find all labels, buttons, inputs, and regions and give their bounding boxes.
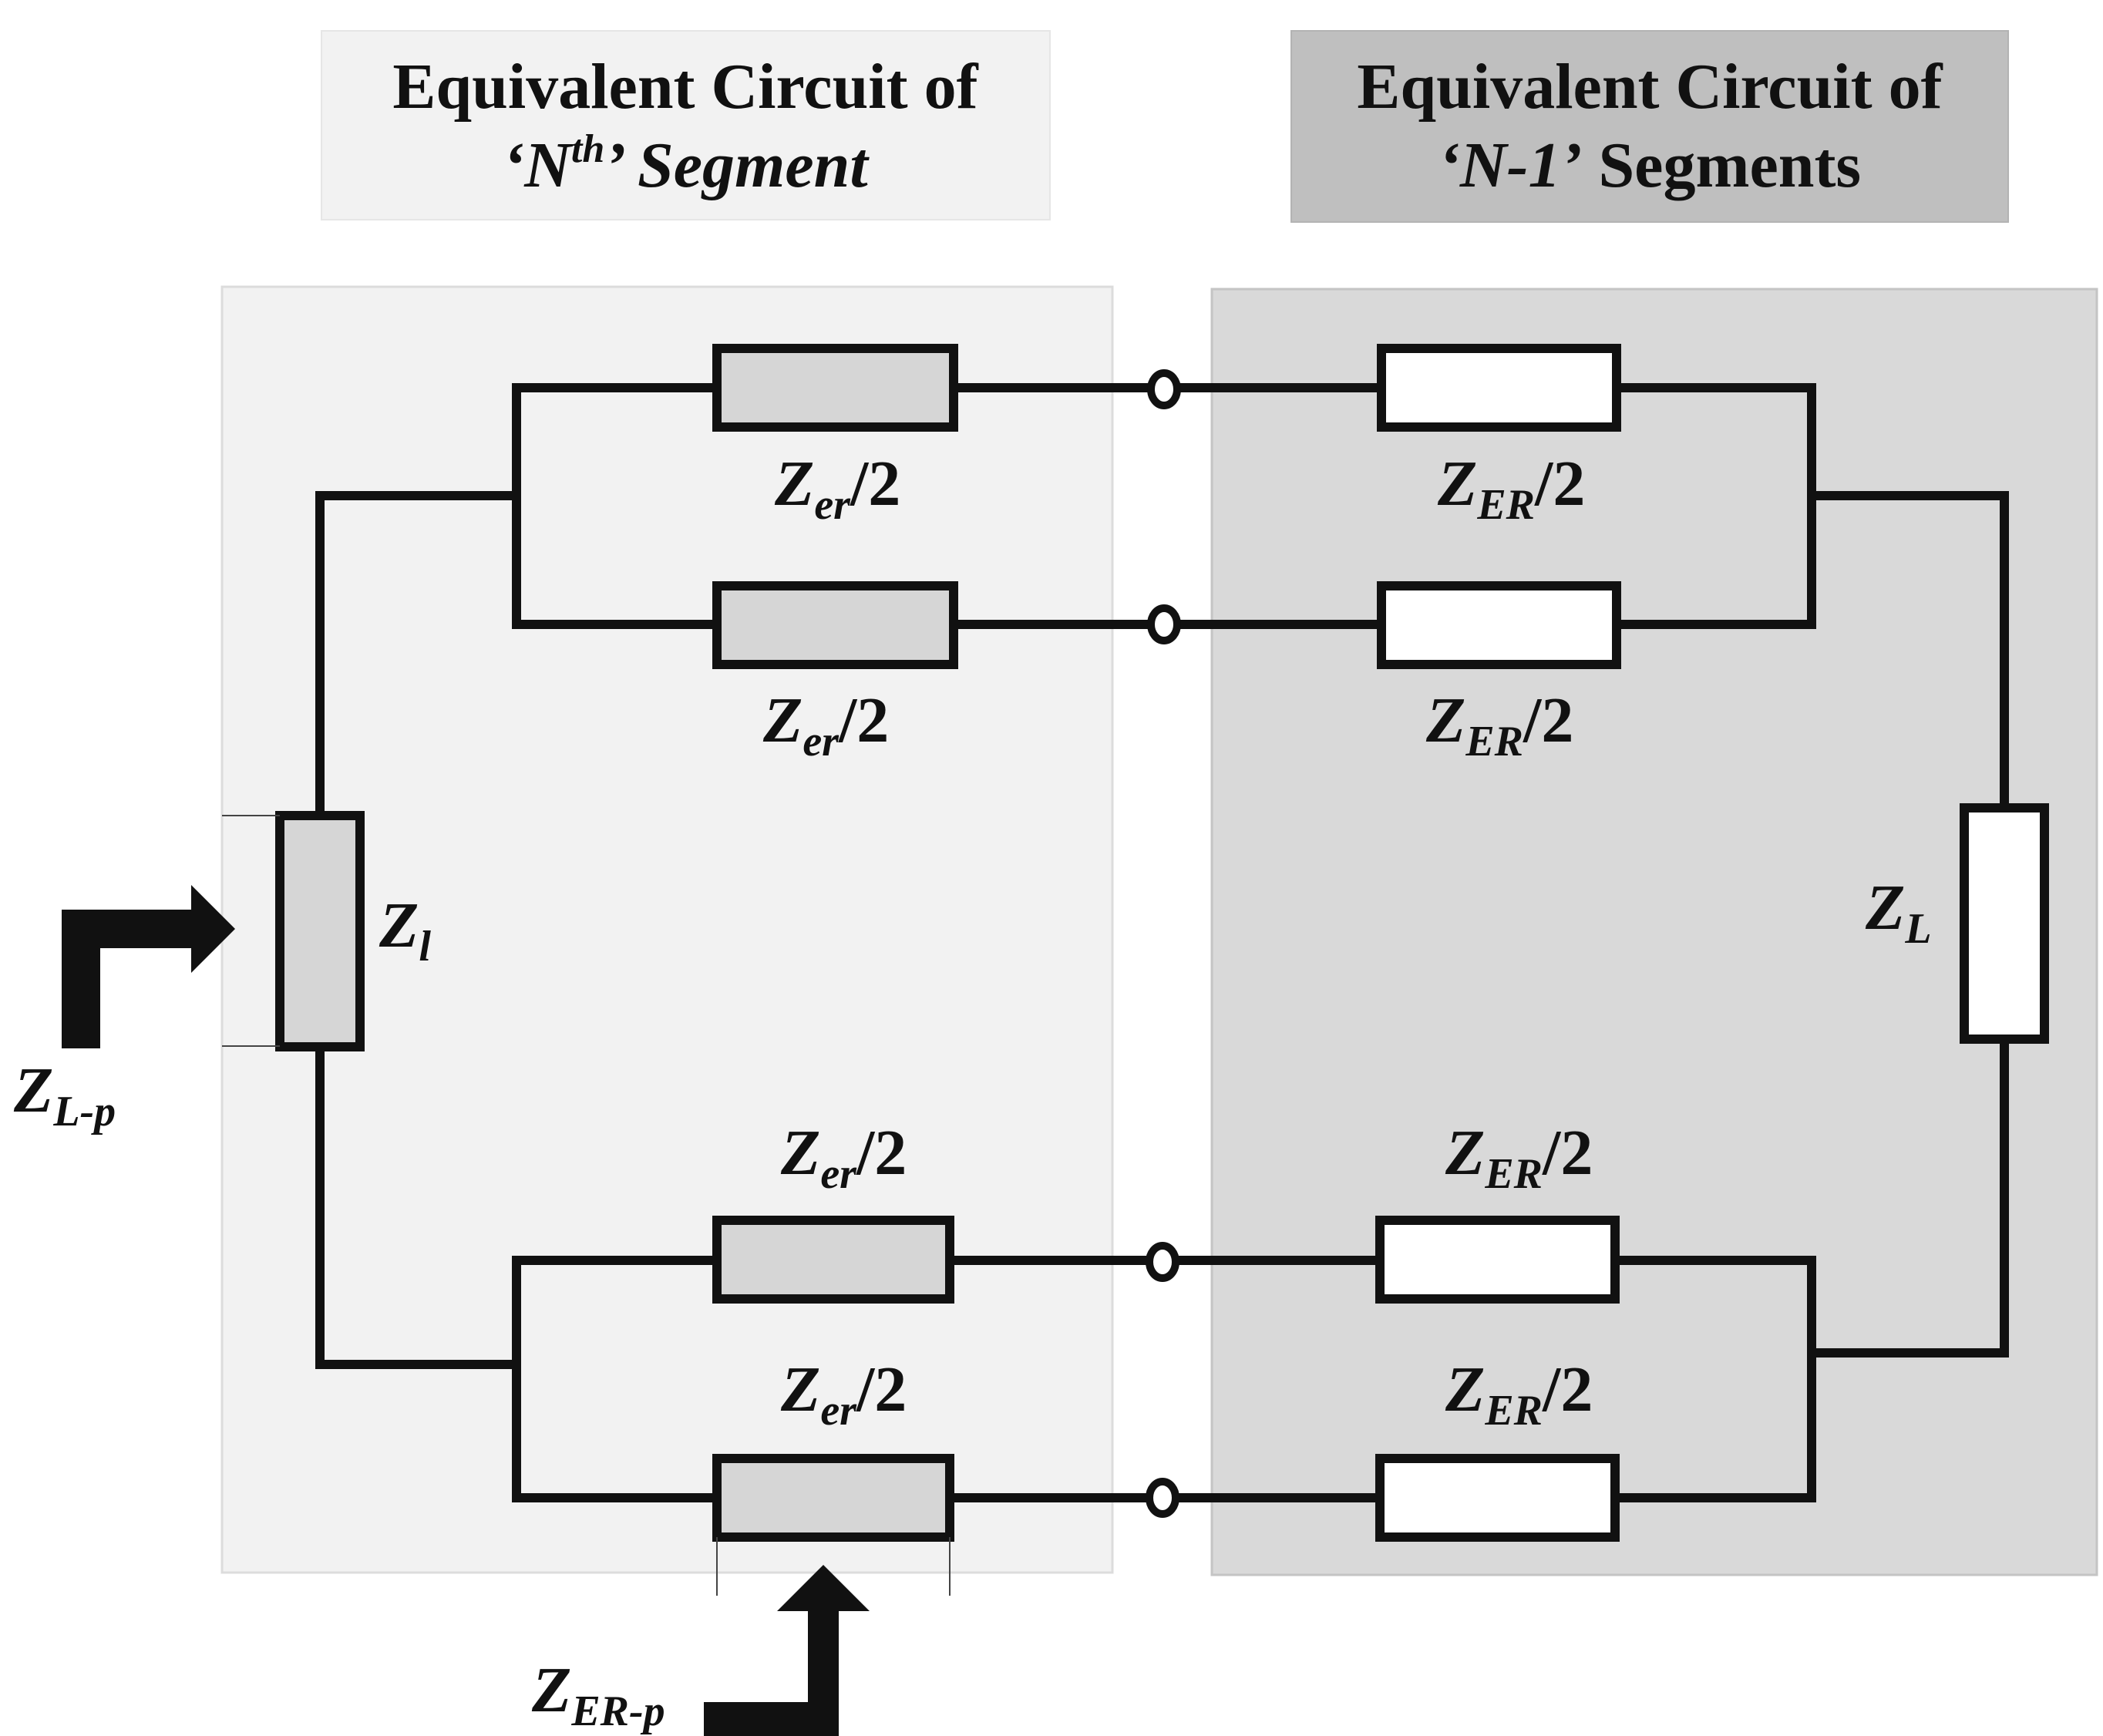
left-title-line1: Equivalent Circuit of [392, 51, 978, 123]
resistor-zer-2 [712, 581, 958, 669]
resistor-zl [275, 811, 365, 1051]
label-zer-2: Zer/2 [762, 685, 889, 765]
resistor-zL [1960, 803, 2049, 1044]
nth-segment-panel [220, 285, 1114, 1574]
label-zl: Zl [379, 890, 431, 971]
resistor-zER-1 [1377, 344, 1621, 432]
label-zL: ZL [1865, 872, 1932, 953]
right-title-box [1290, 30, 2009, 223]
resistor-zER-4 [1375, 1454, 1620, 1542]
resistor-zer-4 [712, 1454, 954, 1542]
label-zER-4: ZER/2 [1445, 1354, 1593, 1435]
wire-zl-bottom [315, 1042, 521, 1369]
resistor-zER-2 [1377, 581, 1621, 669]
resistor-zER-3 [1375, 1216, 1620, 1304]
wire-left-top-branch [512, 383, 722, 629]
label-zER-2: ZER/2 [1425, 685, 1573, 765]
terminal-3 [1146, 1242, 1179, 1282]
label-zER-1: ZER/2 [1437, 448, 1585, 529]
left-title-line2: ‘Nth’ Segment [503, 127, 870, 201]
label-zer-3: Zer/2 [780, 1117, 907, 1198]
resistor-zer-3 [712, 1216, 954, 1304]
label-zer-1: Zer/2 [774, 448, 900, 529]
zl-p-arrow-icon [62, 885, 235, 1048]
right-title-line1: Equivalent Circuit of [1357, 51, 1943, 123]
zer-p-arrow-icon [704, 1565, 870, 1736]
label-zer-4: Zer/2 [780, 1354, 907, 1435]
wire-zl-top [315, 491, 521, 820]
resistor-zer-1 [712, 344, 958, 432]
terminal-1 [1147, 369, 1181, 409]
left-title-box [321, 30, 1051, 220]
label-zER-3: ZER/2 [1445, 1117, 1593, 1198]
wire-left-bottom-branch [512, 1256, 722, 1502]
n-1-segments-panel [1210, 288, 2098, 1576]
wire-right-bottom-branch [1610, 1256, 1816, 1502]
label-zl-p: ZL-p [13, 1055, 116, 1135]
right-title-line2: ‘N-1’ Segments [1438, 130, 1861, 201]
wire-right-top-branch [1612, 383, 1816, 629]
terminal-4 [1146, 1478, 1179, 1518]
label-zer-p: ZER-p [531, 1654, 665, 1735]
wire-zL-top [1807, 491, 2009, 812]
terminal-2 [1147, 604, 1181, 644]
wire-zL-bottom [1807, 1035, 2009, 1358]
